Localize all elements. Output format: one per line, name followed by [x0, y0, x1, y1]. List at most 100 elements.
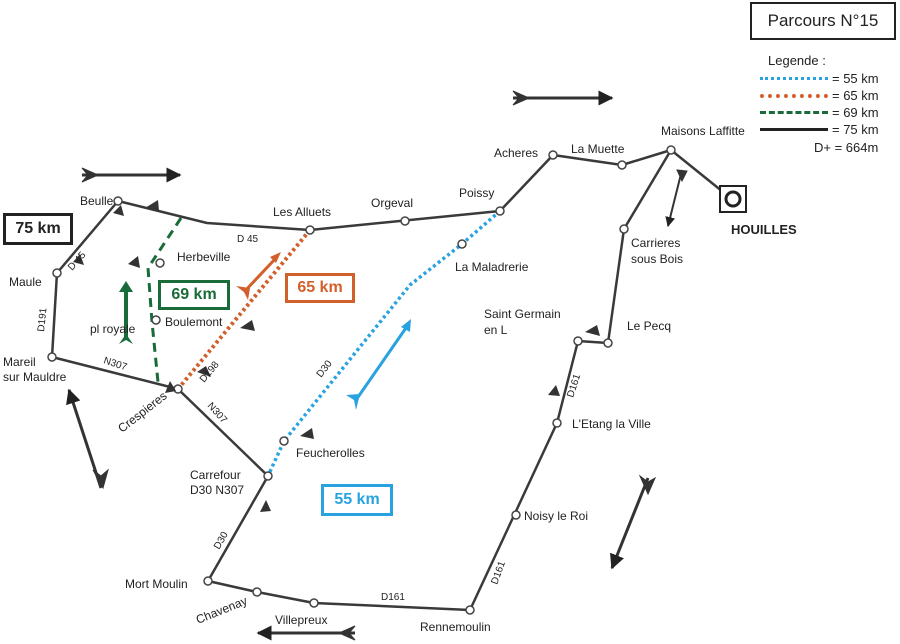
- label-la-maladrerie: La Maladrerie: [455, 260, 529, 274]
- road-d45-west: D 45: [66, 250, 89, 273]
- distance-box-65km: 65 km: [285, 273, 355, 303]
- label-carrefour-2: D30 N307: [190, 483, 244, 497]
- road-n307-east: N307: [205, 401, 229, 426]
- waypoint-noisy: [511, 510, 521, 520]
- legend-swatch-75km: [760, 128, 828, 131]
- arrow-69km-icon: [119, 281, 133, 344]
- arrow-55km-icon: [346, 319, 411, 410]
- legend-swatch-69km: [760, 111, 828, 114]
- waypoint-carrieres: [619, 224, 629, 234]
- waypoint-villepreux: [309, 598, 319, 608]
- direction-marker-icon: [73, 254, 84, 265]
- arrow-north-icon: [66, 388, 109, 490]
- label-maule: Maule: [9, 275, 42, 289]
- route-75km-line: [50, 148, 673, 612]
- legend-label-69km: = 69 km: [832, 105, 879, 120]
- waypoint-crespieres: [173, 384, 183, 394]
- label-crespieres: Crespieres: [115, 389, 169, 436]
- route-55km-line: [266, 209, 502, 477]
- waypoint-maule: [52, 268, 62, 278]
- arrow-south-icon: [610, 474, 657, 570]
- arrow-east-icon: [512, 90, 614, 106]
- direction-marker-icon: [165, 381, 176, 393]
- label-pl-royale: pl royale: [90, 322, 136, 336]
- direction-marker-icon: [113, 205, 124, 216]
- label-herbeville: Herbeville: [177, 250, 231, 264]
- start-label-houilles: HOUILLES: [731, 222, 797, 237]
- label-saint-germain-1: Saint Germain: [484, 307, 561, 321]
- waypoint-la-muette: [617, 160, 627, 170]
- legend-item-69km: = 69 km: [760, 104, 898, 121]
- waypoint-le-pecq: [603, 338, 613, 348]
- direction-marker-icon: [145, 200, 159, 211]
- road-d191: D191: [36, 307, 49, 332]
- route-65km-line: [176, 228, 312, 391]
- waypoint-feucherolles: [279, 436, 289, 446]
- distance-box-75km: 75 km: [3, 213, 73, 245]
- label-acheres: Acheres: [494, 146, 538, 160]
- legend: Legende : = 55 km = 65 km = 69 km = 75 k…: [760, 53, 898, 155]
- direction-marker-icon: [240, 320, 255, 331]
- legend-item-55km: = 55 km: [760, 70, 898, 87]
- waypoint-rennemoulin: [465, 605, 475, 615]
- waypoint-acheres: [548, 150, 558, 160]
- waypoint-chavenay: [252, 587, 262, 597]
- waypoint-poissy: [495, 206, 505, 216]
- direction-marker-icon: [548, 385, 560, 396]
- label-orgeval: Orgeval: [371, 196, 413, 210]
- direction-marker-icon: [128, 256, 140, 268]
- legend-swatch-65km: [760, 93, 828, 98]
- label-carrieres-1: Carrieres: [631, 236, 680, 250]
- waypoint-les-alluets: [305, 225, 315, 235]
- label-boulemont: Boulemont: [165, 315, 223, 329]
- legend-label-75km: = 75 km: [832, 122, 879, 137]
- label-letang: L'Etang la Ville: [572, 417, 651, 431]
- label-beulle: Beulle: [80, 194, 114, 208]
- arrow-65km-icon: [236, 252, 281, 300]
- course-title: Parcours N°15: [750, 2, 896, 40]
- legend-title: Legende :: [768, 53, 826, 68]
- label-noisy: Noisy le Roi: [524, 509, 588, 523]
- direction-markers: [73, 200, 600, 512]
- label-chavenay: Chavenay: [194, 594, 249, 627]
- direction-marker-icon: [197, 366, 211, 377]
- label-poissy: Poissy: [459, 186, 494, 200]
- waypoint-boulemont: [151, 315, 161, 325]
- waypoint-mareil: [47, 352, 57, 362]
- road-d30-north: D30: [315, 358, 335, 380]
- waypoint-la-maladrerie: [457, 239, 467, 249]
- waypoint-carrefour: [263, 471, 273, 481]
- waypoint-letang: [552, 418, 562, 428]
- direction-marker-icon: [585, 325, 600, 336]
- legend-item-75km: = 75 km: [760, 121, 898, 138]
- road-d198: D198: [198, 359, 222, 385]
- legend-label-65km: = 65 km: [832, 88, 879, 103]
- label-les-alluets: Les Alluets: [273, 205, 331, 219]
- label-la-muette: La Muette: [571, 142, 625, 156]
- waypoints: [47, 145, 676, 615]
- label-carrieres-2: sous Bois: [631, 252, 683, 266]
- label-rennemoulin: Rennemoulin: [420, 620, 491, 634]
- label-saint-germain-2: en L: [484, 323, 508, 337]
- legend-item-65km: = 65 km: [760, 87, 898, 104]
- waypoint-saint-germain: [573, 336, 583, 346]
- label-le-pecq: Le Pecq: [627, 319, 671, 333]
- legend-swatch-55km: [760, 77, 828, 80]
- label-villepreux: Villepreux: [275, 613, 327, 627]
- road-d161-bottom: D161: [381, 592, 405, 603]
- waypoint-orgeval: [400, 216, 410, 226]
- start-marker-icon: [719, 185, 747, 213]
- distance-box-69km: 69 km: [158, 280, 230, 310]
- label-mareil-1: Mareil: [3, 355, 36, 369]
- arrow-east-icon: [81, 167, 182, 183]
- label-maisons-laffitte: Maisons Laffitte: [661, 124, 745, 138]
- direction-marker-icon: [260, 500, 271, 512]
- elevation-gain: D+ = 664m: [814, 140, 879, 155]
- label-mareil-2: sur Mauldre: [3, 370, 67, 384]
- direction-marker-icon: [300, 428, 314, 439]
- waypoint-beulle: [113, 196, 123, 206]
- waypoint-mort-moulin: [203, 576, 213, 586]
- label-mort-moulin: Mort Moulin: [125, 577, 188, 591]
- direction-arrows: [66, 90, 688, 641]
